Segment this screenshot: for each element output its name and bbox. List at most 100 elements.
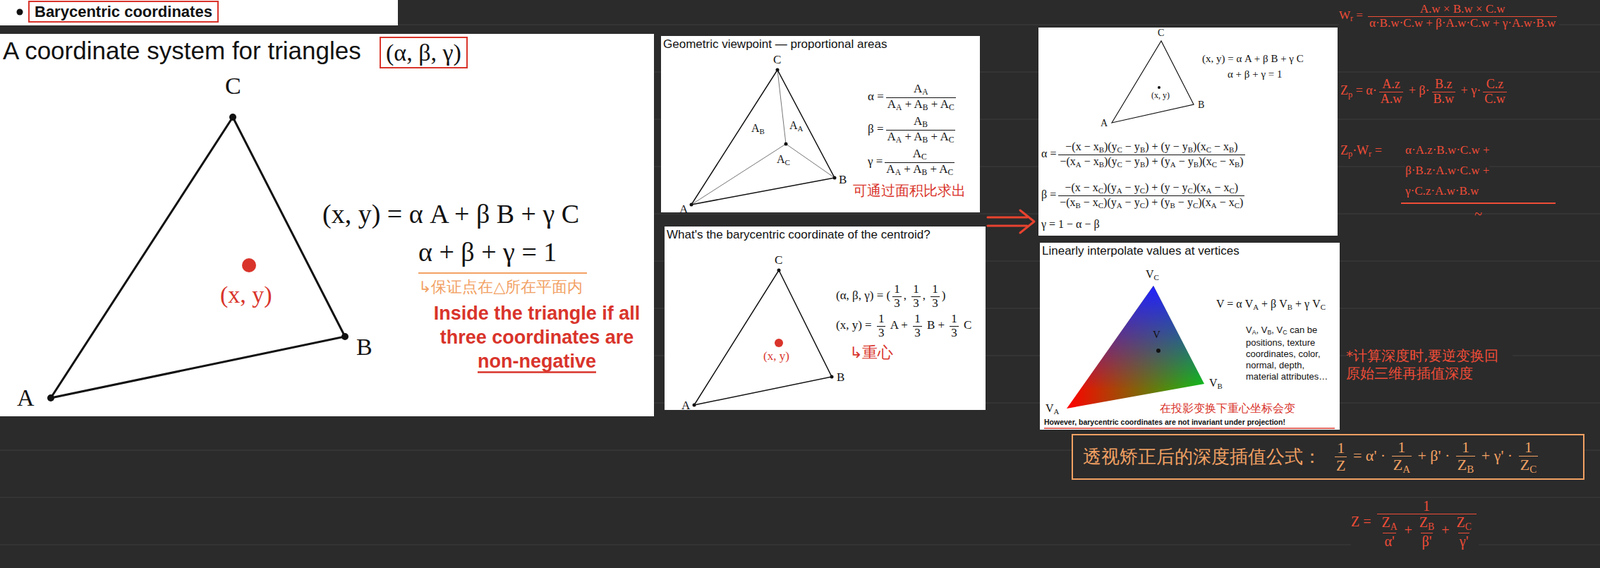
handwritten-formula: A.z — [1382, 76, 1401, 92]
formula: C — [1228, 186, 1234, 195]
formula: −(x − x — [1064, 181, 1098, 194]
formula: 1 — [1336, 438, 1345, 457]
area-label: A — [776, 153, 786, 166]
vertex-label: C — [1157, 27, 1165, 39]
formula: 1 — [950, 311, 958, 326]
underline — [477, 371, 597, 374]
heading-text: Barycentric coordinates — [34, 2, 213, 21]
slide-title: What's the barycentric coordinate of the… — [666, 227, 931, 242]
formula: − y — [1122, 140, 1141, 153]
formula: − x — [1080, 196, 1099, 209]
formula: ) + (y − y — [1144, 181, 1189, 194]
equation: (x, y) = α A + β B + γ C — [1202, 52, 1304, 65]
fraction: 1ZA — [1391, 438, 1412, 476]
color-triangle-overlay — [1066, 285, 1205, 409]
triangle — [691, 69, 835, 205]
numerator: A.z — [1380, 77, 1402, 92]
formula: )(x — [1198, 155, 1212, 168]
formula: C — [1192, 201, 1198, 210]
formula: A — [1116, 201, 1123, 210]
annotation: *计算深度时,要逆变换回原始三维再插值深度 — [1346, 347, 1513, 383]
handwritten-formula: 1 — [1422, 498, 1430, 514]
formula: + γ' · — [1477, 446, 1517, 465]
formula: + A — [900, 162, 922, 176]
point-label: (x, y) — [763, 349, 790, 363]
slide-title: Geometric viewpoint — proportional areas — [663, 37, 887, 52]
handwritten-formula: β·B.z·A.w·C.w + — [1405, 163, 1490, 178]
formula: ) + (y − y — [1144, 140, 1189, 153]
handwritten-formula: Wr = A.w × B.w × C.wα·B.w·C.w + β·A.w·C.… — [1338, 2, 1560, 30]
vertex-label: A — [1100, 117, 1108, 129]
formula: Z — [1457, 455, 1467, 474]
warning: However, barycentric coordinates are not… — [1044, 417, 1286, 427]
formula: 1 — [878, 311, 885, 326]
vertex-label: C — [774, 253, 783, 267]
numerator: 1 — [1421, 498, 1432, 514]
formula: (x, y) = 13 A + 13 B + 13 C — [835, 312, 972, 340]
handwritten-formula: A — [1390, 521, 1398, 532]
handwritten-formula: = — [1371, 143, 1383, 158]
handwritten-formula: = α· — [1352, 83, 1378, 98]
formula: A — [1211, 201, 1217, 210]
vertex-label: C — [773, 52, 781, 68]
formula: Z — [1336, 456, 1346, 475]
fraction: 13 — [911, 282, 921, 310]
formula: A — [1116, 186, 1123, 195]
handwritten-formula: + — [1437, 522, 1453, 538]
formula: C — [948, 135, 955, 145]
denominator: α·B.w·C.w + β·A.w·C.w + γ·A.w·B.w — [1367, 16, 1557, 31]
fraction: B.zB.w — [1432, 77, 1457, 107]
denominator: ZB — [1456, 455, 1476, 476]
vertex-label: B — [1217, 381, 1223, 391]
description: B — [1267, 328, 1272, 336]
formula: 1 — [914, 311, 921, 326]
formula: (α, β, γ) = (13, 13, 13) — [835, 282, 946, 310]
handwritten-formula: r — [1350, 14, 1354, 24]
formula: A — [912, 146, 922, 161]
equation: α + β + γ = 1 — [418, 237, 557, 267]
formula: A — [886, 162, 895, 176]
formula: − x — [1216, 196, 1235, 209]
formula: − y — [1175, 196, 1193, 209]
fraction: ZAα' — [1380, 514, 1399, 549]
double-arrow — [987, 210, 1035, 233]
formula: B — [921, 167, 927, 178]
formula: β =−(x − xC)(yA − yC) + (y − yC)(xA − xC… — [1041, 181, 1247, 211]
handwritten-formula: r — [1368, 148, 1372, 159]
formula: −(x — [1059, 196, 1076, 209]
slide-panel: Geometric viewpoint — proportional areas… — [661, 35, 980, 218]
description: V — [1245, 324, 1253, 336]
numerator: −(x − xB)(yC − yB) + (y − yB)(xC − xB) — [1063, 140, 1239, 155]
equation: (x, y) = α A + β B + γ C — [1202, 52, 1304, 65]
point-label: (x, y) — [220, 280, 273, 309]
point-dot — [784, 142, 789, 147]
slide-panel — [1039, 242, 1340, 430]
formula: Z — [1393, 455, 1403, 474]
formula: B — [922, 102, 929, 113]
handwritten-formula: ~ — [1474, 205, 1483, 222]
handwritten-formula: Z — [1340, 143, 1349, 158]
formula: γ =ACAA + AB + AC — [867, 147, 957, 178]
formula: 1 — [912, 282, 920, 296]
handwritten-formula: p — [1348, 89, 1353, 100]
denominator: B.w — [1432, 91, 1457, 107]
point-label: (x, y) — [220, 281, 273, 308]
handwritten-formula: W — [1338, 8, 1351, 22]
annotation: 可通过面积比求出 — [852, 182, 966, 199]
fraction: 13 — [892, 282, 902, 310]
denominator: ZAα' + ZBβ' + ZCγ' — [1377, 513, 1477, 549]
formula: C — [1206, 145, 1212, 154]
annotation: 可通过面积比求出 — [852, 182, 966, 199]
handwritten-formula: + γ· — [1457, 83, 1481, 98]
area-label: AB — [751, 122, 765, 137]
formula: A — [1075, 160, 1082, 169]
denominator: AA + AB + AC — [884, 162, 955, 178]
slide-title: A coordinate system for triangles — [2, 36, 362, 65]
fraction: −(x − xB)(yC − yB) + (y − yB)(xC − xB)−(… — [1058, 140, 1245, 170]
formula: −(x − x — [1065, 140, 1099, 153]
formula: C — [1098, 186, 1104, 195]
numerator: −(x − xC)(yA − yC) + (y − yC)(xA − xC) — [1063, 181, 1240, 196]
formula: B — [1140, 160, 1145, 169]
numerator: 1 — [930, 282, 940, 297]
numerator: 1 — [1460, 438, 1471, 456]
